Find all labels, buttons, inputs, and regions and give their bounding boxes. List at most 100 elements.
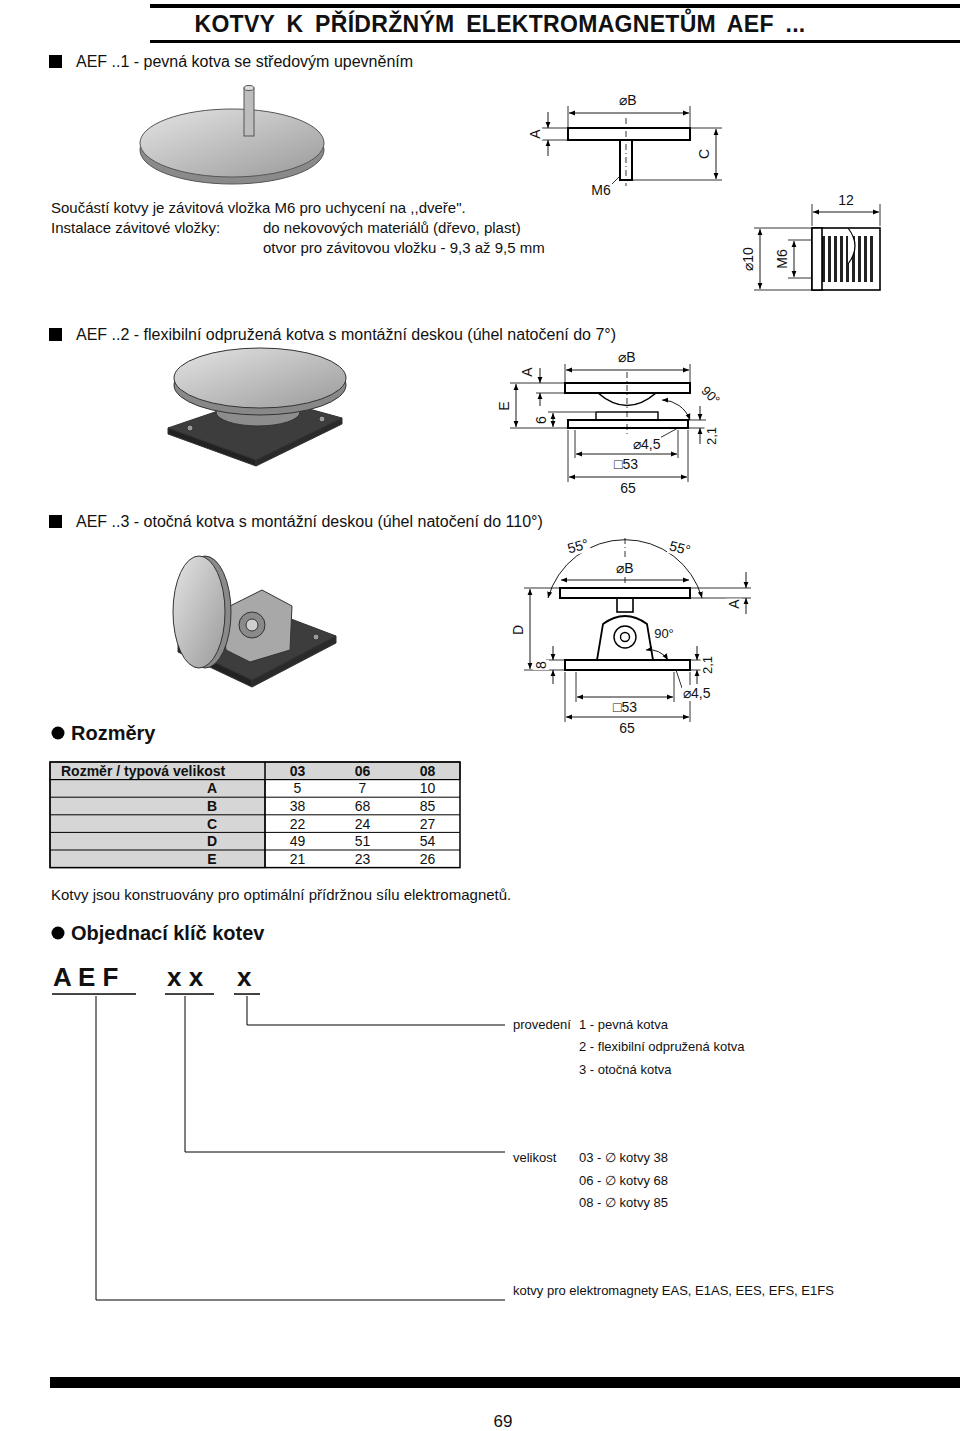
anchor-2-drawing-part <box>627 372 628 434</box>
anchor-1-drawing-part <box>548 112 549 128</box>
anchor-2-drawing-part <box>553 413 554 427</box>
anchor-2-drawing-part <box>575 430 576 458</box>
anchor-3-drawing-part <box>560 588 690 598</box>
note-text: AEF ..2 - flexibilní odpružená kotva s m… <box>75 326 617 344</box>
dimension-table-part <box>50 780 265 868</box>
anchor-2-drawing-part <box>566 370 689 371</box>
order-key-lines-part <box>247 996 505 1025</box>
note-text: AEF ..1 - pevná kotva se středovým upevn… <box>75 53 414 71</box>
anchor-1-drawing-part <box>716 129 717 179</box>
dimension-label: ⌀B <box>618 92 637 108</box>
anchor-1-drawing-part <box>880 204 881 226</box>
table-cell: 27 <box>419 816 437 832</box>
bullets-part <box>52 927 65 940</box>
anchor-2-drawing-part <box>569 477 687 478</box>
anchor-3-illustration-part <box>246 619 258 631</box>
dimension-label: C <box>696 148 712 160</box>
dimension-table-part <box>50 779 460 780</box>
dimension-label: 3 - otočná kotva <box>578 1063 673 1078</box>
anchor-2-drawing-part <box>568 430 569 482</box>
dimension-table-part <box>50 797 460 798</box>
anchor-3-illustration-part <box>222 590 292 662</box>
dimension-label: 06 - ∅ kotvy 68 <box>578 1174 669 1189</box>
anchor-3-drawing-part <box>561 580 689 581</box>
anchor-1-drawing-part <box>691 128 722 129</box>
dimension-label: ⌀B <box>615 560 634 576</box>
anchor-3-drawing-part <box>697 670 698 684</box>
table-cell: 54 <box>419 833 437 849</box>
anchor-1-drawing-part <box>754 228 811 229</box>
dimension-label: A <box>726 598 742 609</box>
anchor-3-drawing-part <box>691 588 751 589</box>
anchor-2-drawing-part <box>510 428 567 429</box>
dimension-table-part <box>50 850 460 851</box>
anchor-1-drawing-part <box>542 140 567 141</box>
anchor-2-drawing-part <box>510 383 564 384</box>
table-cell: A <box>206 780 218 796</box>
dimension-label: 2 - flexibilní odpružená kotva <box>578 1040 745 1055</box>
anchor-2-drawing-part <box>565 364 566 382</box>
anchor-3-illustration-part <box>239 612 265 638</box>
anchor-2-illustration <box>168 348 346 466</box>
anchor-3-illustration-part <box>313 634 319 640</box>
dimension-label: □53 <box>612 699 638 715</box>
anchor-2-drawing-part <box>548 412 595 413</box>
table-cell: E <box>206 851 217 867</box>
anchor-3-drawing-part <box>621 633 630 642</box>
anchor-1-drawing-part <box>612 176 620 184</box>
anchor-2-illustration-part <box>319 416 325 422</box>
dimension-table-part <box>50 762 460 780</box>
anchor-1-illustration-part <box>244 86 254 91</box>
dimension-label: 90° <box>697 383 723 409</box>
order-key-lines <box>52 994 505 1300</box>
dimension-table-part <box>50 814 460 815</box>
anchor-2-drawing-part <box>678 430 679 458</box>
table-cell: 03 <box>289 763 307 779</box>
anchor-1-drawing-part <box>633 180 722 181</box>
anchor-2-drawing-part <box>576 454 677 455</box>
page-rules <box>50 4 960 1388</box>
anchor-3-drawing-part <box>746 598 747 614</box>
dimension-label: M6 <box>774 248 790 269</box>
anchor-3-drawing-part <box>674 672 675 702</box>
table-cell: 7 <box>358 780 368 796</box>
anchor-1-drawing-part <box>788 278 811 279</box>
table-cell: 24 <box>354 816 372 832</box>
anchor-2-illustration-part <box>187 425 193 431</box>
note-text: Instalace závitové vložky: <box>50 219 221 236</box>
heading: x <box>236 963 252 993</box>
order-key-lines-part <box>185 996 505 1152</box>
dimension-label: 55° <box>565 535 592 557</box>
anchor-2-drawing-part <box>662 400 690 420</box>
dimension-label: E <box>496 400 512 411</box>
anchor-1-drawing-part <box>812 228 880 290</box>
anchor-2-drawing-part <box>690 364 691 382</box>
anchor-1-drawing-part <box>754 290 811 291</box>
table-cell: 23 <box>354 851 372 867</box>
dimension-label: A <box>519 366 535 377</box>
anchor-2-illustration-part <box>168 428 256 466</box>
anchor-3-drawing-part <box>553 670 554 684</box>
anchor-3-drawing-part <box>566 717 689 718</box>
dimension-label: 2,1 <box>705 426 720 446</box>
order-key-lines-part <box>165 993 214 995</box>
table-cell: 22 <box>289 816 307 832</box>
anchor-1-drawing-part <box>548 140 549 156</box>
anchor-2-drawing-part <box>689 428 706 429</box>
table-cell: 5 <box>293 780 303 796</box>
anchor-3-drawing-part <box>597 616 653 660</box>
anchor-1-drawing-part <box>812 228 822 290</box>
table-cell: 08 <box>419 763 437 779</box>
heading: Objednací klíč kotev <box>70 922 265 945</box>
dimension-table-part <box>264 762 266 868</box>
anchor-2-drawing-part <box>516 384 517 427</box>
table-cell: C <box>206 816 218 832</box>
order-key-lines-part <box>52 993 136 995</box>
anchor-3-drawing-part <box>576 672 577 702</box>
table-cell: 38 <box>289 798 307 814</box>
anchor-1-illustration <box>140 86 324 185</box>
anchor-2-drawing-part <box>540 393 541 406</box>
note-text: do nekovových materiálů (dřevo, plast) <box>262 219 522 236</box>
anchor-3-drawing-part <box>646 650 668 660</box>
anchor-3-drawing-part <box>553 646 554 660</box>
